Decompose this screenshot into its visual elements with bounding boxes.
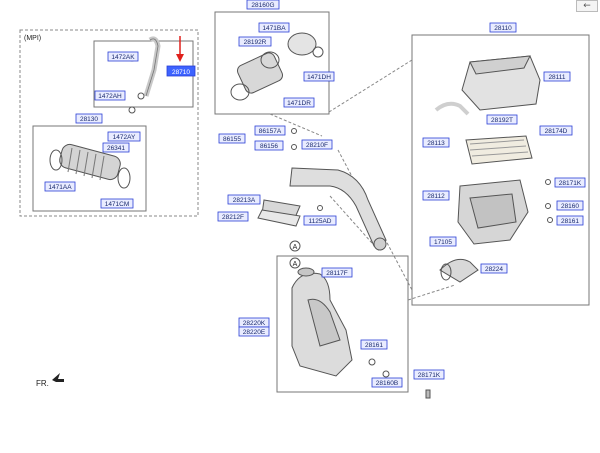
part-label[interactable]: 1472AH — [94, 90, 126, 101]
part-label[interactable]: 17105 — [429, 236, 457, 247]
part-label[interactable]: 28192T — [486, 114, 518, 125]
part-label[interactable]: 1471DH — [303, 71, 335, 82]
svg-text:17105: 17105 — [434, 239, 452, 246]
part-label[interactable]: 28192R — [238, 36, 272, 47]
svg-text:28160: 28160 — [561, 203, 579, 210]
part-label[interactable]: 28171K — [413, 369, 445, 380]
part-label[interactable]: 28117F — [321, 267, 353, 278]
svg-text:1125AD: 1125AD — [308, 218, 331, 225]
front-indicator: FR. — [36, 373, 64, 388]
svg-text:28171K: 28171K — [418, 372, 441, 379]
svg-text:28192R: 28192R — [244, 39, 267, 46]
svg-text:28113: 28113 — [427, 140, 445, 147]
mpi-label: (MPI) — [24, 35, 41, 42]
part-label[interactable]: 1471BA — [258, 22, 290, 33]
part-label[interactable]: 26341 — [102, 142, 130, 153]
svg-text:A: A — [293, 244, 298, 251]
part-label-highlighted[interactable]: 28710 — [166, 65, 196, 77]
svg-text:A: A — [293, 261, 298, 268]
svg-text:28213A: 28213A — [233, 197, 256, 204]
intake-hose-box — [32, 125, 147, 212]
part-label[interactable]: 1472AK — [107, 51, 139, 62]
svg-text:1471DR: 1471DR — [287, 100, 311, 107]
back-button[interactable]: ← — [576, 0, 598, 12]
svg-text:1472AK: 1472AK — [111, 54, 135, 61]
svg-text:28130: 28130 — [80, 116, 98, 123]
part-label[interactable]: 28160G — [246, 0, 280, 10]
part-label[interactable]: 28161 — [360, 339, 388, 350]
svg-text:28110: 28110 — [494, 25, 512, 32]
part-label[interactable]: 28171K — [554, 177, 586, 188]
svg-text:1471AA: 1471AA — [48, 184, 72, 191]
part-label[interactable]: 28224 — [480, 263, 508, 274]
part-label[interactable]: 28160B — [371, 377, 403, 388]
svg-text:28174D: 28174D — [545, 128, 568, 135]
part-label[interactable]: 1471CM — [100, 198, 134, 209]
svg-text:28160G: 28160G — [251, 2, 274, 9]
part-label[interactable]: 1471DR — [283, 97, 315, 108]
part-label[interactable]: 28110 — [489, 22, 517, 33]
svg-text:28220K: 28220K — [243, 320, 266, 327]
part-label[interactable]: 28220E — [238, 326, 270, 337]
part-label[interactable]: 28112 — [422, 190, 450, 201]
svg-text:1471DH: 1471DH — [307, 74, 331, 81]
svg-text:28171K: 28171K — [559, 180, 582, 187]
part-label[interactable]: 28212F — [217, 211, 249, 222]
part-label[interactable]: 86155 — [218, 133, 246, 144]
part-label[interactable]: 28113 — [422, 137, 450, 148]
part-label[interactable]: 28161 — [556, 215, 584, 226]
svg-text:1471BA: 1471BA — [262, 25, 286, 32]
svg-text:FR.: FR. — [36, 379, 49, 388]
part-label[interactable]: 86156 — [254, 140, 284, 151]
part-label[interactable]: 28111 — [543, 71, 571, 82]
part-label[interactable]: 28220K — [238, 317, 270, 328]
part-label[interactable]: 28174D — [539, 125, 573, 136]
part-label[interactable]: 86157A — [254, 125, 286, 136]
svg-text:28224: 28224 — [485, 266, 503, 273]
svg-text:28220E: 28220E — [243, 329, 266, 336]
svg-text:86155: 86155 — [223, 136, 241, 143]
svg-text:28210F: 28210F — [306, 142, 328, 149]
part-label[interactable]: 1472AY — [107, 131, 141, 142]
svg-text:28160B: 28160B — [376, 380, 398, 387]
part-label[interactable]: 1471AA — [44, 181, 76, 192]
svg-text:28212F: 28212F — [222, 214, 244, 221]
svg-text:28117F: 28117F — [326, 270, 348, 277]
air-cleaner-box — [411, 34, 590, 306]
svg-text:86156: 86156 — [260, 143, 278, 150]
part-label[interactable]: 28130 — [75, 113, 103, 124]
resonator-box — [276, 255, 409, 393]
svg-text:28111: 28111 — [548, 74, 565, 81]
highlight-arrow — [176, 36, 184, 62]
mpi-group-box — [19, 29, 199, 217]
circle-marker-a: A — [289, 240, 301, 252]
part-label[interactable]: 28160 — [556, 200, 584, 211]
svg-text:28710: 28710 — [172, 69, 190, 76]
part-label[interactable]: 28213A — [227, 194, 261, 205]
svg-text:86157A: 86157A — [259, 128, 282, 135]
circle-marker-a: A — [289, 257, 301, 269]
svg-text:1471CM: 1471CM — [105, 201, 130, 208]
svg-text:28161: 28161 — [561, 218, 579, 225]
svg-text:1472AY: 1472AY — [113, 134, 136, 141]
svg-text:28112: 28112 — [427, 193, 445, 200]
part-label[interactable]: 28210F — [301, 139, 333, 150]
svg-text:28192T: 28192T — [491, 117, 513, 124]
hose-clamp-box — [214, 11, 330, 115]
svg-text:26341: 26341 — [107, 145, 125, 152]
part-label[interactable]: 1125AD — [303, 215, 337, 226]
svg-text:28161: 28161 — [365, 342, 383, 349]
svg-text:1472AH: 1472AH — [98, 93, 122, 100]
